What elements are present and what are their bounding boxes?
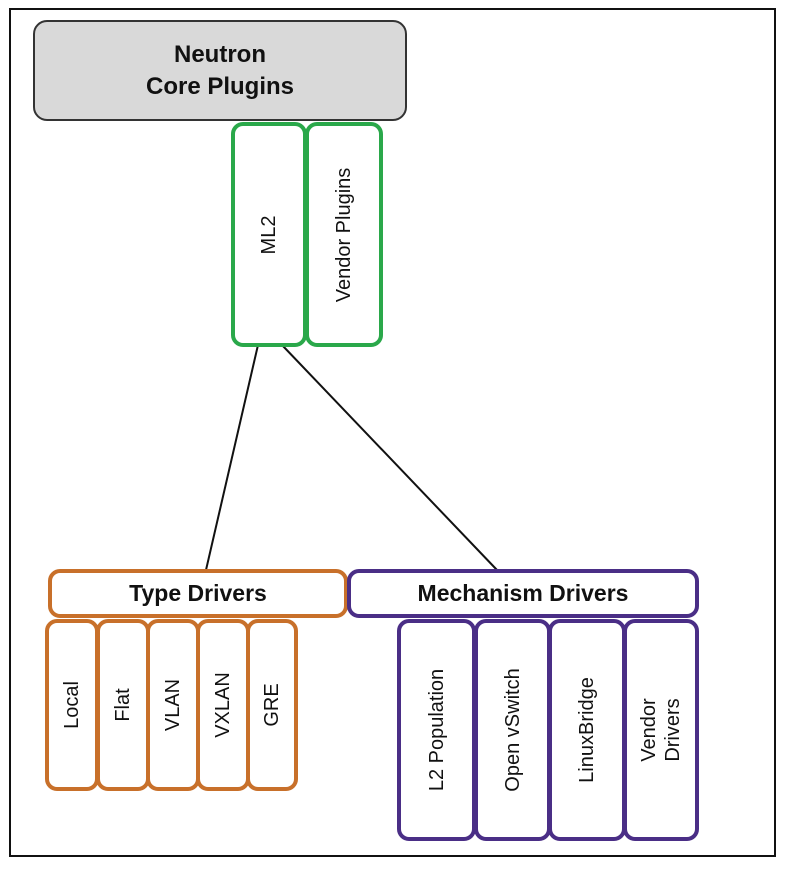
mechanism-driver-l2-population: L2 Population [397,619,476,841]
diagram-frame [9,8,776,857]
type-driver-label: GRE [261,683,283,727]
type-driver-local: Local [45,619,99,791]
type-driver-label: VLAN [162,678,184,732]
mechanism-driver-label: Vendor Drivers [637,698,685,761]
mechanism-driver-vendor-drivers: Vendor Drivers [623,619,699,841]
connector-ml2-to-mechanism-drivers [281,344,498,571]
vendor-drivers-line2: Drivers [662,698,684,762]
type-driver-flat: Flat [96,619,150,791]
type-driver-vlan: VLAN [146,619,200,791]
type-driver-label: VXLAN [212,672,234,738]
type-driver-vxlan: VXLAN [196,619,250,791]
mechanism-driver-linuxbridge: LinuxBridge [548,619,626,841]
vendor-plugins-box: Vendor Plugins [305,122,383,347]
connector-ml2-to-type-drivers [205,344,259,571]
mechanism-driver-open-vswitch: Open vSwitch [474,619,551,841]
vendor-drivers-line1: Vendor [638,698,660,762]
ml2-label: ML2 [258,215,280,254]
core-title-line2: Core Plugins [145,72,295,100]
type-drivers-header: Type Drivers [48,569,348,618]
type-driver-label: Flat [112,688,134,722]
mechanism-driver-label: LinuxBridge [576,677,598,783]
ml2-box: ML2 [231,122,307,347]
type-drivers-title: Type Drivers [129,580,267,606]
type-driver-gre: GRE [246,619,298,791]
mechanism-drivers-header: Mechanism Drivers [347,569,699,618]
mechanism-driver-label: L2 Population [425,668,448,792]
vendor-plugins-label: Vendor Plugins [333,167,355,302]
neutron-core-plugins-box: Neutron Core Plugins [33,20,407,121]
type-driver-label: Local [61,681,83,729]
mechanism-drivers-title: Mechanism Drivers [417,580,629,606]
mechanism-driver-label: Open vSwitch [501,668,524,792]
core-title-line1: Neutron [174,40,266,68]
